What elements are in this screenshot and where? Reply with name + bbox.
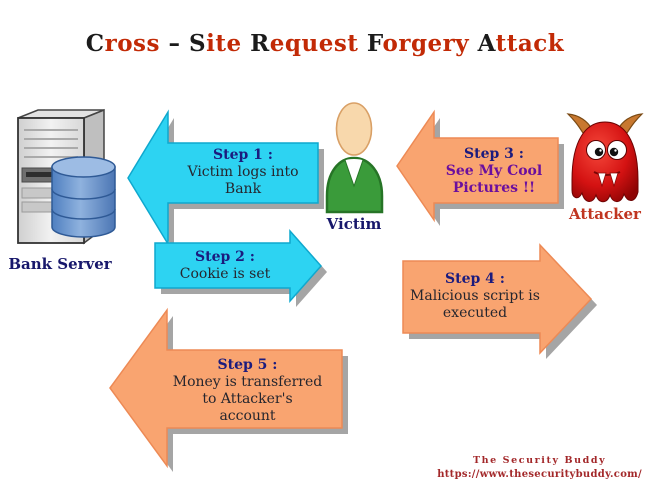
step-2-line: Cookie is set [179, 266, 271, 282]
step-5-text: Step 5 : Money is transferred to Attacke… [160, 357, 335, 425]
step-5-line: Money is transferred [172, 374, 323, 390]
attacker-icon [566, 113, 644, 203]
step-3-arrow [396, 109, 559, 223]
footer-url: https://www.thesecuritybuddy.com/ [437, 469, 642, 480]
step-4-line: executed [442, 305, 508, 321]
step-5-line: account [219, 408, 276, 424]
step-3-line: Pictures !! [452, 180, 536, 196]
bank-server-label: Bank Server [8, 255, 112, 273]
step-4-line: Malicious script is [410, 288, 540, 304]
step-1-heading: Step 1 : [213, 147, 273, 163]
footer: The Security Buddy https://www.thesecuri… [437, 455, 642, 480]
step-1-text: Step 1 : Victim logs into Bank [168, 147, 318, 198]
attacker-label: Attacker [569, 205, 641, 223]
step-4-arrow [402, 243, 593, 355]
step-3-text: Step 3 : See My Cool Pictures !! [430, 146, 558, 197]
step-2-arrow [154, 229, 323, 303]
page-title: Cross – Site Request Forgery Attack [85, 30, 565, 57]
step-1-line: Bank [224, 181, 262, 197]
step-5-heading: Step 5 : [217, 357, 278, 373]
step-3-heading: Step 3 : [464, 146, 524, 162]
step-5-line: to Attacker's [202, 391, 293, 407]
step-3-line: See My Cool [445, 163, 543, 179]
step-2-heading: Step 2 : [195, 249, 255, 265]
devil-body [571, 121, 639, 203]
step-1-arrow [127, 109, 319, 247]
victim-icon [325, 102, 384, 214]
victim-label: Victim [326, 215, 382, 233]
bank-server-icon [17, 108, 116, 245]
database-icon [51, 156, 116, 238]
step-1-line: Victim logs into [187, 164, 299, 180]
step-5-arrow [109, 307, 343, 469]
step-4-heading: Step 4 : [445, 271, 505, 287]
step-2-text: Step 2 : Cookie is set [155, 249, 295, 283]
step-4-text: Step 4 : Malicious script is executed [401, 271, 549, 322]
footer-brand: The Security Buddy [472, 455, 607, 466]
